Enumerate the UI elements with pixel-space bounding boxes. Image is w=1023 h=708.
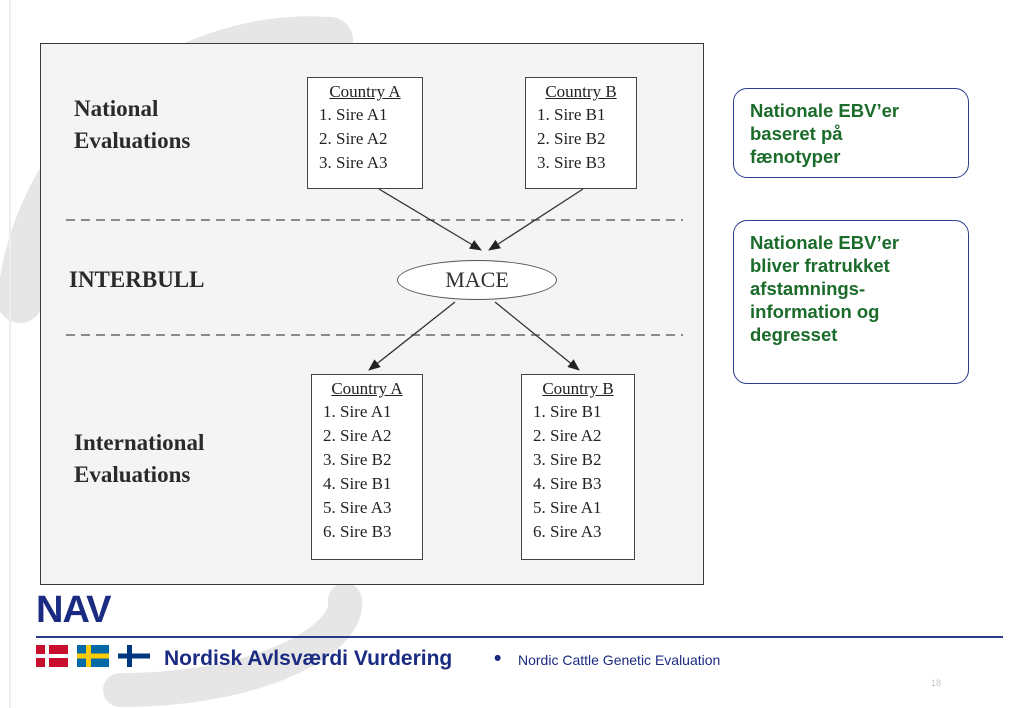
- note-line: afstamnings-: [750, 278, 866, 299]
- footer-subtitle: Nordic Cattle Genetic Evaluation: [518, 652, 721, 668]
- label-line: National: [74, 96, 159, 121]
- sire-entry: 2. Sire A2: [533, 426, 602, 445]
- arrow-a-to-mace: [378, 188, 482, 251]
- sire-entry: 2. Sire A2: [319, 129, 388, 148]
- sire-entry: 1. Sire A1: [323, 402, 392, 421]
- sire-entry: 5. Sire A1: [533, 498, 602, 517]
- national-country-b-box: Country B 1. Sire B1 2. Sire B2 3. Sire …: [525, 77, 637, 189]
- note-line: Nationale EBV’er: [750, 232, 900, 253]
- interbull-label: INTERBULL: [69, 267, 205, 292]
- denmark-flag: [36, 645, 68, 667]
- sire-entry: 2. Sire A2: [323, 426, 392, 445]
- sweden-flag: [77, 645, 109, 667]
- sire-entry: 1. Sire B1: [537, 105, 606, 124]
- sire-entry: 6. Sire B3: [323, 522, 392, 541]
- sire-entry: 3. Sire B2: [533, 450, 602, 469]
- label-line: Evaluations: [74, 462, 191, 487]
- note-national-ebv: Nationale EBV’er baseret på fænotyper: [733, 88, 969, 178]
- national-country-a-box: Country A 1. Sire A1 2. Sire A2 3. Sire …: [307, 77, 423, 189]
- note-line: bliver fratrukket: [750, 255, 890, 276]
- box-title: Country B: [545, 82, 617, 101]
- sire-entry: 1. Sire A1: [319, 105, 388, 124]
- note-line: degresset: [750, 324, 838, 345]
- page-number: 18: [931, 678, 942, 688]
- note-line: Nationale EBV’er: [750, 100, 900, 121]
- note-line: fænotyper: [750, 146, 841, 167]
- mace-node: MACE: [397, 260, 557, 300]
- note-line: information og: [750, 301, 880, 322]
- international-evaluations-label: International Evaluations: [74, 427, 204, 491]
- finland-flag: [118, 645, 150, 667]
- footer-rule: [36, 636, 1003, 638]
- label-line: International: [74, 430, 205, 455]
- sire-entry: 4. Sire B3: [533, 474, 602, 493]
- sire-entry: 3. Sire B2: [323, 450, 392, 469]
- sire-entry: 4. Sire B1: [323, 474, 392, 493]
- diagram-lines: [66, 188, 683, 371]
- label-line: Evaluations: [74, 128, 191, 153]
- international-country-b-box: Country B 1. Sire B1 2. Sire A2 3. Sire …: [521, 374, 635, 560]
- box-title: Country A: [331, 379, 403, 398]
- international-country-a-box: Country A 1. Sire A1 2. Sire A2 3. Sire …: [311, 374, 423, 560]
- national-evaluations-label: National Evaluations: [74, 93, 190, 157]
- footer-bullet: •: [494, 647, 502, 670]
- arrow-b-to-mace: [488, 188, 584, 251]
- sire-entry: 3. Sire B3: [537, 153, 606, 172]
- box-title: Country A: [329, 82, 401, 101]
- note-line: baseret på: [750, 123, 843, 144]
- note-deregressed-ebv: Nationale EBV’er bliver fratrukket afsta…: [733, 220, 969, 384]
- footer-title: Nordisk Avlsværdi Vurdering: [164, 647, 453, 670]
- sire-entry: 6. Sire A3: [533, 522, 602, 541]
- sire-entry: 3. Sire A3: [319, 153, 388, 172]
- interbull-diagram: National Evaluations INTERBULL Internati…: [40, 43, 704, 585]
- sire-entry: 2. Sire B2: [537, 129, 606, 148]
- arrow-mace-to-b: [494, 301, 580, 371]
- sire-entry: 1. Sire B1: [533, 402, 602, 421]
- box-title: Country B: [542, 379, 614, 398]
- flags-group: [36, 645, 150, 667]
- nav-logo: NAV: [36, 589, 111, 631]
- sire-entry: 5. Sire A3: [323, 498, 392, 517]
- arrow-mace-to-a: [368, 301, 456, 371]
